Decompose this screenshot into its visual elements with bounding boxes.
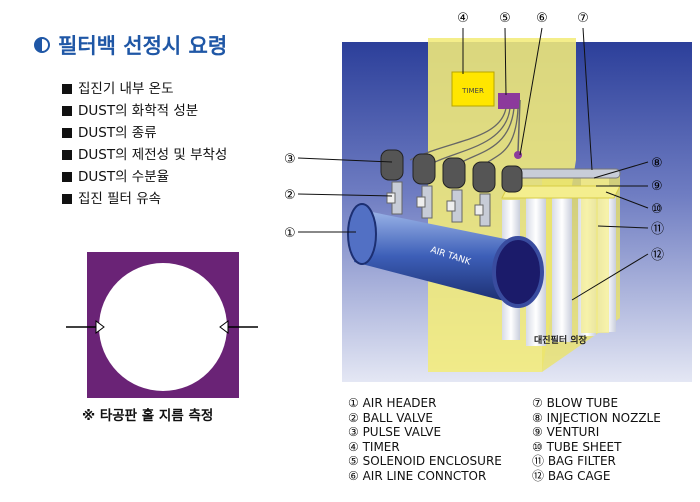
blow-tube bbox=[515, 168, 621, 179]
svg-text:대진필터 의장: 대진필터 의장 bbox=[534, 334, 588, 346]
bag-cage bbox=[581, 178, 609, 333]
callout-markers: ④ ⑤ ⑥ ⑦ ③ ② ① ⑧ ⑨ ⑩ ⑪ ⑫ bbox=[284, 11, 664, 263]
ball-valve-group bbox=[386, 181, 491, 227]
tank-end-flange bbox=[347, 203, 377, 265]
bag-filter bbox=[552, 192, 572, 342]
legend-item: ⑪ BAG FILTER bbox=[532, 454, 616, 469]
right-gauge-arrow-icon bbox=[219, 320, 229, 334]
tube-sheet bbox=[501, 185, 621, 199]
page-title-text: 필터백 선정시 요령 bbox=[58, 34, 228, 58]
svg-text:⑪: ⑪ bbox=[651, 222, 664, 237]
solenoid-enclosure bbox=[498, 93, 520, 109]
page-title: 필터백 선정시 요령 bbox=[34, 30, 227, 60]
legend-item: ③ PULSE VALVE bbox=[348, 425, 442, 440]
air-line-connector bbox=[517, 99, 521, 153]
svg-text:②: ② bbox=[284, 188, 296, 203]
hole-diameter-figure bbox=[66, 252, 258, 398]
square-bullet-icon bbox=[62, 106, 72, 116]
selection-criteria-list: 집진기 내부 온도 DUST의 화학적 성분 DUST의 종류 DUST의 제전… bbox=[62, 78, 227, 210]
dust-collector-diagram: TIMER AIR TANK 대진필터 의장 bbox=[284, 11, 692, 382]
svg-text:③: ③ bbox=[284, 152, 296, 167]
square-bullet-icon bbox=[62, 150, 72, 160]
list-item: DUST의 제전성 및 부착성 bbox=[62, 144, 227, 166]
square-bullet-icon bbox=[62, 172, 72, 182]
half-circle-icon bbox=[34, 37, 50, 53]
square-bullet-icon bbox=[62, 128, 72, 138]
pilot-tubing bbox=[409, 107, 519, 163]
svg-text:⑫: ⑫ bbox=[651, 248, 664, 263]
legend-right: ⑦ BLOW TUBE ⑧ INJECTION NOZZLE ⑨ VENTURI… bbox=[532, 396, 661, 484]
list-item: 집진 필터 유속 bbox=[62, 188, 227, 210]
legend-item: ⑩ TUBE SHEET bbox=[532, 439, 622, 454]
list-item: 집진기 내부 온도 bbox=[62, 78, 227, 100]
plate-hole bbox=[99, 263, 227, 391]
svg-text:⑧: ⑧ bbox=[651, 156, 663, 171]
legend-item: ① AIR HEADER bbox=[348, 396, 437, 410]
svg-text:④: ④ bbox=[457, 11, 469, 26]
legend-item: ⑦ BLOW TUBE bbox=[532, 396, 619, 410]
square-bullet-icon bbox=[62, 84, 72, 94]
legend-item: ⑧ INJECTION NOZZLE bbox=[532, 410, 661, 425]
legend-item: ⑥ AIR LINE CONNCTOR bbox=[348, 468, 487, 483]
svg-text:⑨: ⑨ bbox=[651, 179, 663, 194]
legend-item: ⑫ BAG CAGE bbox=[532, 468, 611, 483]
svg-text:⑦: ⑦ bbox=[577, 11, 589, 26]
timer-box bbox=[451, 71, 495, 107]
tank-front-cap bbox=[492, 236, 544, 308]
callout-leaders bbox=[297, 27, 649, 301]
legend-item: ⑨ VENTURI bbox=[532, 425, 600, 440]
svg-text:⑩: ⑩ bbox=[651, 202, 663, 217]
legend-left: ① AIR HEADER ② BALL VALVE ③ PULSE VALVE … bbox=[348, 396, 502, 484]
list-item: DUST의 종류 bbox=[62, 122, 227, 144]
air-tank bbox=[354, 210, 520, 302]
list-item: DUST의 수분율 bbox=[62, 166, 227, 188]
list-item: DUST의 화학적 성분 bbox=[62, 100, 227, 122]
probe-caption: ※ 타공판 홀 지름 측정 bbox=[82, 408, 214, 424]
legend-item: ④ TIMER bbox=[348, 439, 400, 454]
svg-text:TIMER: TIMER bbox=[461, 87, 484, 95]
legend-item: ② BALL VALVE bbox=[348, 410, 434, 425]
pulse-valve-group bbox=[380, 149, 523, 193]
square-bullet-icon bbox=[62, 194, 72, 204]
svg-text:①: ① bbox=[284, 226, 296, 241]
svg-text:⑤: ⑤ bbox=[499, 11, 511, 26]
svg-text:⑥: ⑥ bbox=[536, 11, 548, 26]
legend-item: ⑤ SOLENOID ENCLOSURE bbox=[348, 454, 502, 469]
left-gauge-arrow-icon bbox=[95, 320, 105, 334]
